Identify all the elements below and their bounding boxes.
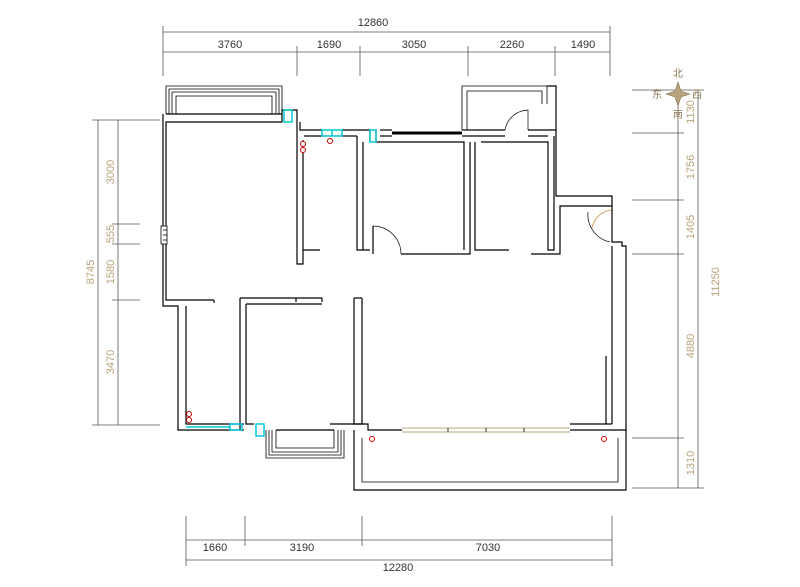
pipe-6 <box>369 436 375 442</box>
outer-walls <box>160 85 627 491</box>
compass-south: 南 <box>673 108 683 121</box>
top-dimension-5: 1490 <box>571 39 595 51</box>
bottom-dimension-1: 1660 <box>203 542 227 554</box>
interior-walls <box>239 130 555 430</box>
bottom-dimension-3: 7030 <box>476 542 500 554</box>
pipes <box>186 138 607 442</box>
pipe-4 <box>186 411 192 417</box>
pipe-5 <box>186 417 192 423</box>
left-dimension-2: 555 <box>105 225 117 243</box>
door-swing-entry <box>591 209 613 229</box>
compass-rose: 北 南 东 西 <box>652 68 702 121</box>
top-left-balcony <box>165 85 283 115</box>
left-dimension-1: 3000 <box>105 160 117 184</box>
right-dimension-4: 4880 <box>685 334 697 358</box>
top-dimension-3: 3050 <box>402 39 426 51</box>
window-top-3 <box>369 129 377 143</box>
pipe-3 <box>327 138 333 144</box>
right-dimension-3: 1405 <box>685 215 697 239</box>
door-swing-bedroom <box>372 225 402 255</box>
compass-star-icon <box>665 81 691 107</box>
compass-west: 西 <box>692 90 702 101</box>
door-swing-utility <box>504 109 529 131</box>
compass-east: 东 <box>652 88 662 101</box>
right-dimension-5: 1310 <box>685 451 697 475</box>
bottom-dimension-chain: 1660 3190 7030 12280 <box>185 516 613 574</box>
top-dimension-4: 2260 <box>500 39 524 51</box>
right-dimension-1: 1130 <box>685 100 697 124</box>
top-dimension-2: 1690 <box>317 39 341 51</box>
windows <box>186 109 377 437</box>
right-dimension-chain: 1130 1756 1405 4880 1310 11250 <box>632 89 722 489</box>
top-dimension-chain: 12860 3760 1690 3050 2260 1490 <box>162 17 611 76</box>
left-dimension-4: 3470 <box>105 350 117 374</box>
bottom-total-dimension: 12280 <box>383 562 414 574</box>
pipe-1 <box>300 141 306 147</box>
right-total-dimension: 11250 <box>710 267 722 297</box>
top-total-dimension: 12860 <box>358 17 389 29</box>
pipe-2 <box>300 147 306 153</box>
left-dimension-chain: 8745 3000 555 1580 3470 <box>85 119 160 426</box>
right-dimension-2: 1756 <box>685 155 697 179</box>
compass-north: 北 <box>673 68 683 80</box>
left-dimension-3: 1580 <box>105 260 117 284</box>
window-top-1 <box>283 109 293 123</box>
pipe-7 <box>601 436 607 442</box>
top-dimension-1: 3760 <box>218 39 242 51</box>
bottom-dimension-2: 3190 <box>290 542 314 554</box>
window-bottom-2 <box>255 423 265 437</box>
left-total-dimension: 8745 <box>85 260 97 284</box>
